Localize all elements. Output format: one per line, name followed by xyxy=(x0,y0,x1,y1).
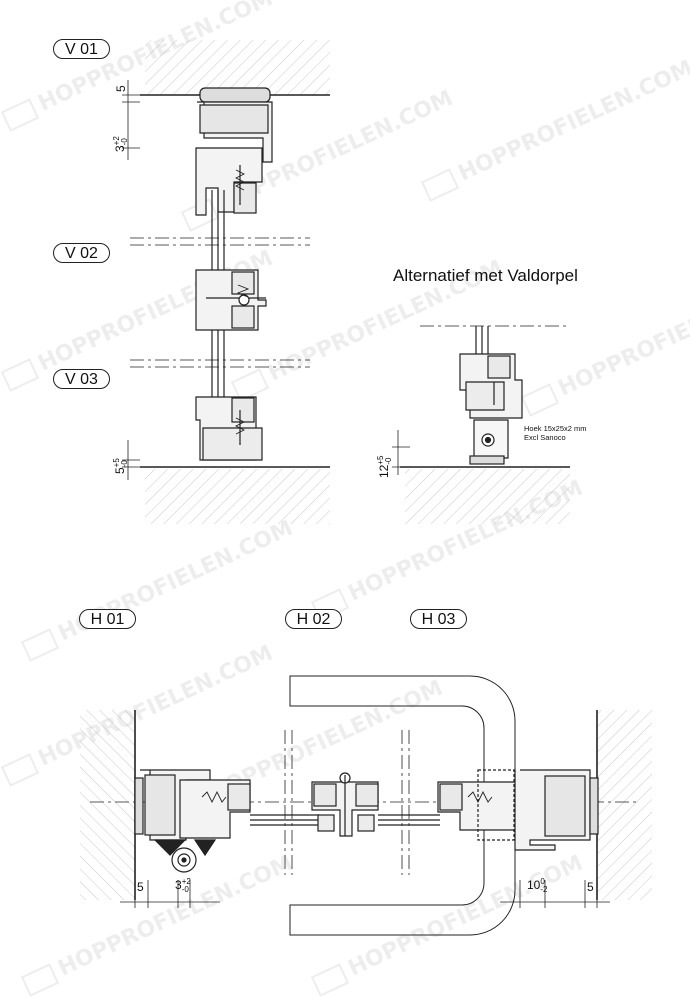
note-line-1: Hoek 15x25x2 mm xyxy=(524,424,587,433)
alternative-title: Alternatief met Valdorpel xyxy=(393,266,578,285)
note-line-2: Excl Sanoco xyxy=(524,433,566,442)
dim-top-gap: 5 xyxy=(114,85,128,92)
dim-upper-tol: 3+2-0 xyxy=(112,136,130,152)
section-label-h02: H 02 xyxy=(285,609,342,629)
dim-bottom-gap: 5+5-0 xyxy=(112,458,130,474)
alternative-section xyxy=(392,325,570,524)
dim-h-right: 5 xyxy=(587,880,594,894)
section-label-v02: V 02 xyxy=(53,243,110,263)
section-label-v01: V 01 xyxy=(53,39,110,59)
vertical-section xyxy=(122,40,330,524)
dim-h-left-tol: 3+2-0 xyxy=(175,877,191,895)
horizontal-section xyxy=(80,675,652,936)
section-label-h01: H 01 xyxy=(79,609,136,629)
section-label-v03: V 03 xyxy=(53,369,110,389)
technical-drawing xyxy=(80,40,652,936)
dim-alt-gap: 12+5-0 xyxy=(376,455,394,478)
section-label-h03: H 03 xyxy=(410,609,467,629)
dim-h-left: 5 xyxy=(137,880,144,894)
